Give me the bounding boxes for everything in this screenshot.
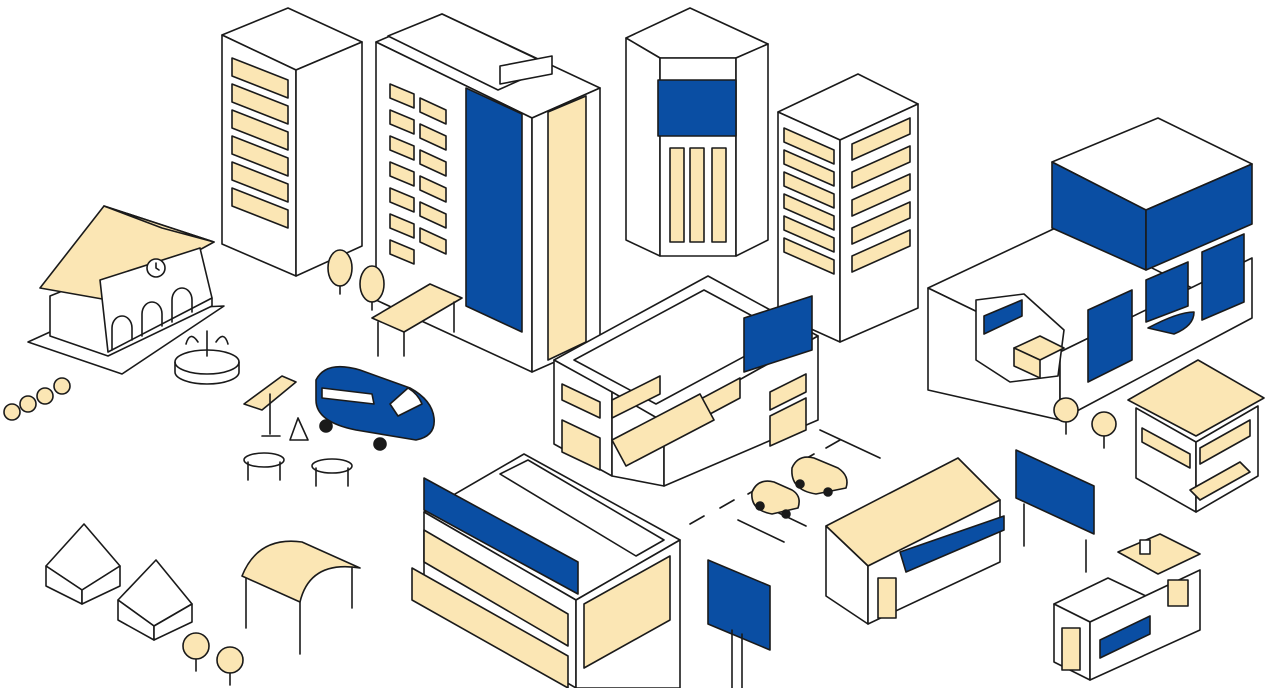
house-right xyxy=(1127,359,1265,513)
car-icon xyxy=(751,480,800,519)
car-icon xyxy=(791,456,848,497)
tree-icon xyxy=(1053,397,1117,449)
van-icon xyxy=(315,365,435,451)
small-office xyxy=(1053,533,1201,681)
mall-building xyxy=(553,275,819,487)
shop-building xyxy=(825,457,1005,625)
tower-left xyxy=(221,7,363,277)
bus-shelter xyxy=(371,283,463,357)
signboard-icon xyxy=(1015,449,1095,573)
fountain-icon xyxy=(174,330,240,385)
tree-icon xyxy=(327,249,385,311)
tree-icon xyxy=(3,377,71,421)
cafe-tables xyxy=(243,452,353,487)
arch-market xyxy=(241,540,361,655)
tower-office xyxy=(375,13,601,373)
tent-icon xyxy=(45,523,121,605)
tree-icon xyxy=(182,632,244,686)
department-store xyxy=(411,453,681,688)
signboard-icon xyxy=(707,559,771,688)
tower-hex xyxy=(625,7,769,257)
umbrella-icon xyxy=(243,375,309,441)
station-building xyxy=(27,205,225,375)
tent-icon xyxy=(117,559,193,641)
tower-right xyxy=(777,73,919,343)
showroom-building xyxy=(927,117,1253,421)
